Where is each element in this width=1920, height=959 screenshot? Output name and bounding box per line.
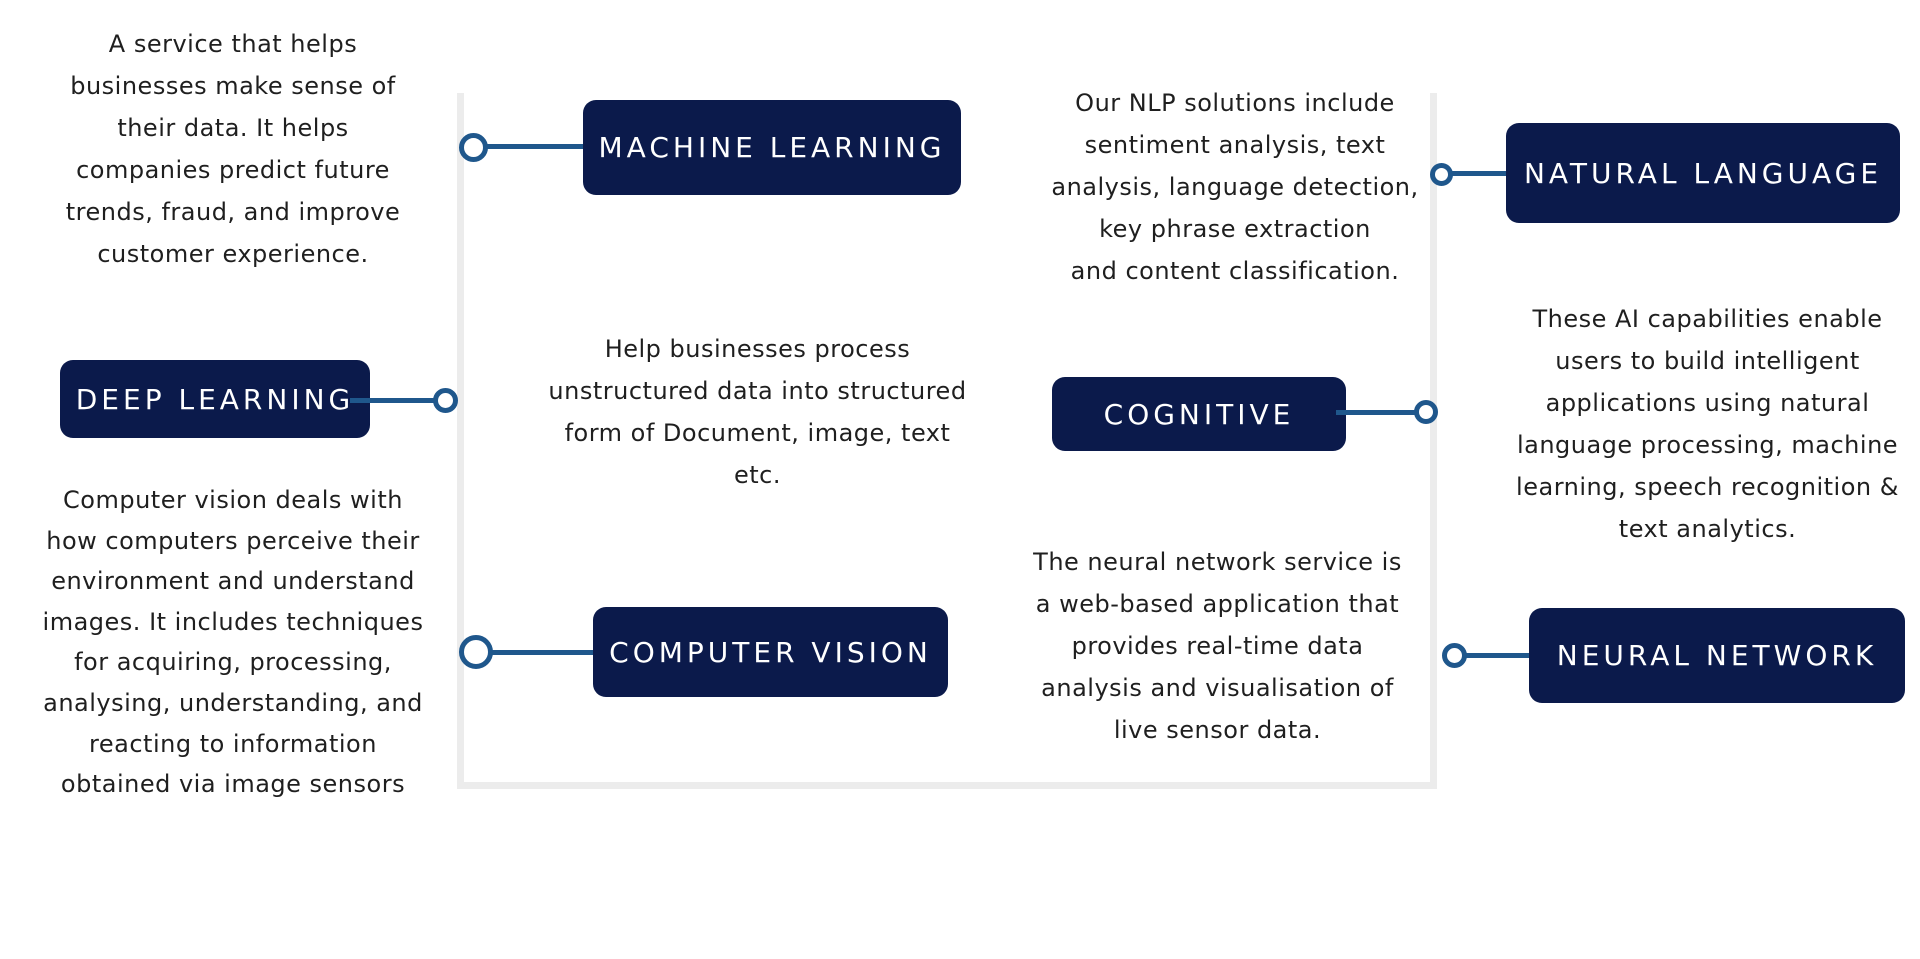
cognitive-box: COGNITIVE — [1052, 377, 1346, 451]
computer-vision-connector — [490, 650, 600, 655]
neural-network-node-icon — [1442, 643, 1467, 668]
natural-language-box: NATURAL LANGUAGE — [1506, 123, 1900, 223]
deep-learning-box: DEEP LEARNING — [60, 360, 370, 438]
machine-learning-box: MACHINE LEARNING — [583, 100, 961, 195]
cognitive-description: These AI capabilities enable users to bu… — [1516, 305, 1899, 543]
deep-learning-node-icon — [433, 388, 458, 413]
cognitive-connector — [1336, 410, 1426, 415]
machine-learning-description: A service that helps businesses make sen… — [65, 30, 401, 268]
machine-learning-node-icon — [459, 133, 488, 162]
diagram-frame — [457, 93, 1437, 789]
computer-vision-description: Computer vision deals with how computers… — [42, 486, 424, 799]
neural-network-box: NEURAL NETWORK — [1529, 608, 1905, 703]
computer-vision-box: COMPUTER VISION — [593, 607, 948, 697]
cognitive-node-icon — [1414, 400, 1438, 424]
neural-network-connector — [1465, 653, 1547, 658]
computer-vision-node-icon — [459, 635, 493, 669]
deep-learning-description: Help businesses process unstructured dat… — [548, 335, 967, 489]
neural-network-description: The neural network service is a web-base… — [1033, 548, 1402, 744]
natural-language-node-icon — [1430, 163, 1453, 186]
deep-learning-connector — [350, 398, 440, 403]
natural-language-description: Our NLP solutions include sentiment anal… — [1051, 89, 1419, 285]
natural-language-connector — [1449, 171, 1509, 176]
machine-learning-connector — [476, 144, 586, 149]
